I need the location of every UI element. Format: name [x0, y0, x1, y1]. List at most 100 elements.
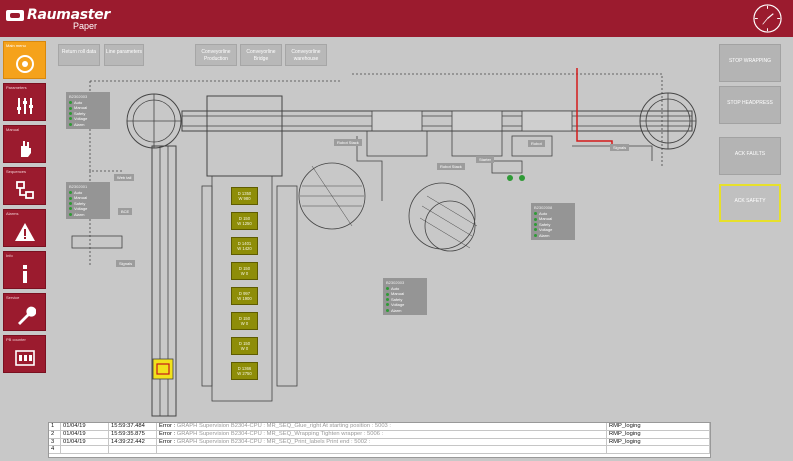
warning-icon [15, 223, 35, 241]
ack-faults-button[interactable]: ACK FAULTS [719, 137, 781, 175]
sidebar-item-label: Parameters [6, 85, 27, 90]
signals-tag: Signals [116, 260, 136, 267]
sidebar-item-label: Main menu [6, 43, 26, 48]
robot-tag: Robot [528, 140, 545, 147]
sidebar-item-label: Alarms [6, 211, 19, 216]
status-led-icon [534, 217, 537, 221]
status-row: Manual [69, 105, 107, 110]
status-row: Manual [534, 216, 572, 221]
sliders-icon [17, 98, 33, 114]
sidebar-item-parameters[interactable]: Parameters [3, 83, 46, 121]
clock-icon [753, 4, 782, 33]
status-row: Voltage [69, 206, 107, 211]
sidebar-item-label: Info [6, 253, 13, 258]
status-led-icon [69, 122, 72, 126]
status-led-icon [69, 101, 72, 105]
sidebar-item-pb-counter[interactable]: PB counter [3, 335, 46, 373]
status-row: Voltage [534, 227, 572, 232]
sidebar-item-sequences[interactable]: Sequences [3, 167, 46, 205]
status-row: Safety [69, 111, 107, 116]
status-box-title: B2302003 [69, 94, 88, 99]
status-row: Manual [386, 291, 424, 296]
web-tail-tag: Web tail [114, 174, 135, 181]
status-row: Auto [386, 286, 424, 291]
status-led-icon [69, 196, 72, 200]
line-parameters-button[interactable]: Line parameters [104, 44, 144, 66]
status-row: Alarm [69, 122, 107, 127]
sidebar-item-label: Service [6, 295, 20, 300]
status-led-icon [386, 308, 389, 312]
sidebar-item-label: PB counter [6, 337, 26, 342]
status-row: Voltage [386, 302, 424, 307]
sidebar-item-alarms[interactable]: Alarms [3, 209, 46, 247]
conveyorline-production-button[interactable]: Conveyorline Production [195, 44, 237, 66]
hand-icon [21, 141, 31, 157]
status-row: Safety [386, 297, 424, 302]
bce-tag: BCE [118, 208, 133, 215]
status-box-b2302001: B2302001 Auto Manual Safety Voltage Alar… [66, 182, 110, 220]
status-row: Safety [534, 222, 572, 227]
table-row[interactable]: 1 01/04/19 15:59:37.484 Error : GRAPH Su… [49, 423, 710, 431]
status-row: Voltage [69, 116, 107, 121]
status-box-title: B2302001 [69, 184, 88, 189]
status-led-icon [69, 106, 72, 110]
table-row[interactable]: 2 01/04/19 15:59:35.875 Error : GRAPH Su… [49, 430, 710, 439]
sidebar-item-info[interactable]: Info [3, 251, 46, 289]
starter-tag: Starter [476, 156, 495, 163]
status-row: Auto [534, 211, 572, 216]
status-led-icon [534, 223, 537, 227]
sequence-icon [16, 181, 34, 199]
status-led-icon [69, 212, 72, 216]
status-led-icon [534, 233, 537, 237]
status-row: Alarm [69, 212, 107, 217]
status-led-icon [69, 207, 72, 211]
status-row: Alarm [534, 233, 572, 238]
conveyorline-warehouse-button[interactable]: Conveyorline warehouse [285, 44, 327, 66]
status-row: Alarm [386, 308, 424, 313]
ack-safety-button[interactable]: ACK SAFETY [719, 184, 781, 222]
status-led-icon [386, 298, 389, 302]
status-led-icon [69, 191, 72, 195]
status-led-icon [386, 287, 389, 291]
conveyorline-bridge-button[interactable]: Conveyorline Bridge [240, 44, 282, 66]
status-box-b2302008: B2302008 Auto Manual Safety Voltage Alar… [531, 203, 575, 241]
status-box-title: B2302008 [534, 205, 553, 210]
status-row: Auto [69, 100, 107, 105]
status-led-icon [69, 202, 72, 206]
table-row[interactable]: 4 [49, 446, 710, 455]
status-box-b2302003: B2302003 Auto Manual Safety Voltage Alar… [66, 92, 110, 130]
counter-icon [15, 350, 35, 366]
table-row[interactable]: 3 01/04/19 14:39:22.442 Error : GRAPH Su… [49, 438, 710, 447]
status-led-icon [534, 228, 537, 232]
stop-wrapping-button[interactable]: STOP WRAPPING [719, 44, 781, 82]
status-box-b2302003-b: B2302003 Auto Manual Safety Voltage Alar… [383, 278, 427, 316]
brand-logo: Raumaster [6, 7, 110, 23]
status-led-icon [386, 292, 389, 296]
status-led-icon [69, 112, 72, 116]
robot-stack-tag: Robot Stack [437, 163, 465, 170]
product-name: Paper [73, 21, 98, 31]
return-roll-data-button[interactable]: Return roll data [58, 44, 100, 66]
sidebar: Main menu Parameters Manual Sequences Al… [3, 41, 46, 377]
stop-headpress-button[interactable]: STOP HEADPRESS [719, 86, 781, 124]
target-icon [16, 55, 34, 73]
info-icon [23, 265, 27, 283]
sidebar-item-manual[interactable]: Manual [3, 125, 46, 163]
signals-tag: Signals [610, 144, 630, 151]
sidebar-item-main-menu[interactable]: Main menu [3, 41, 46, 79]
sidebar-item-label: Manual [6, 127, 20, 132]
wrench-icon [18, 306, 36, 325]
status-box-title: B2302003 [386, 280, 405, 285]
status-row: Auto [69, 190, 107, 195]
sidebar-item-service[interactable]: Service [3, 293, 46, 331]
status-row: Safety [69, 201, 107, 206]
status-led-icon [69, 117, 72, 121]
